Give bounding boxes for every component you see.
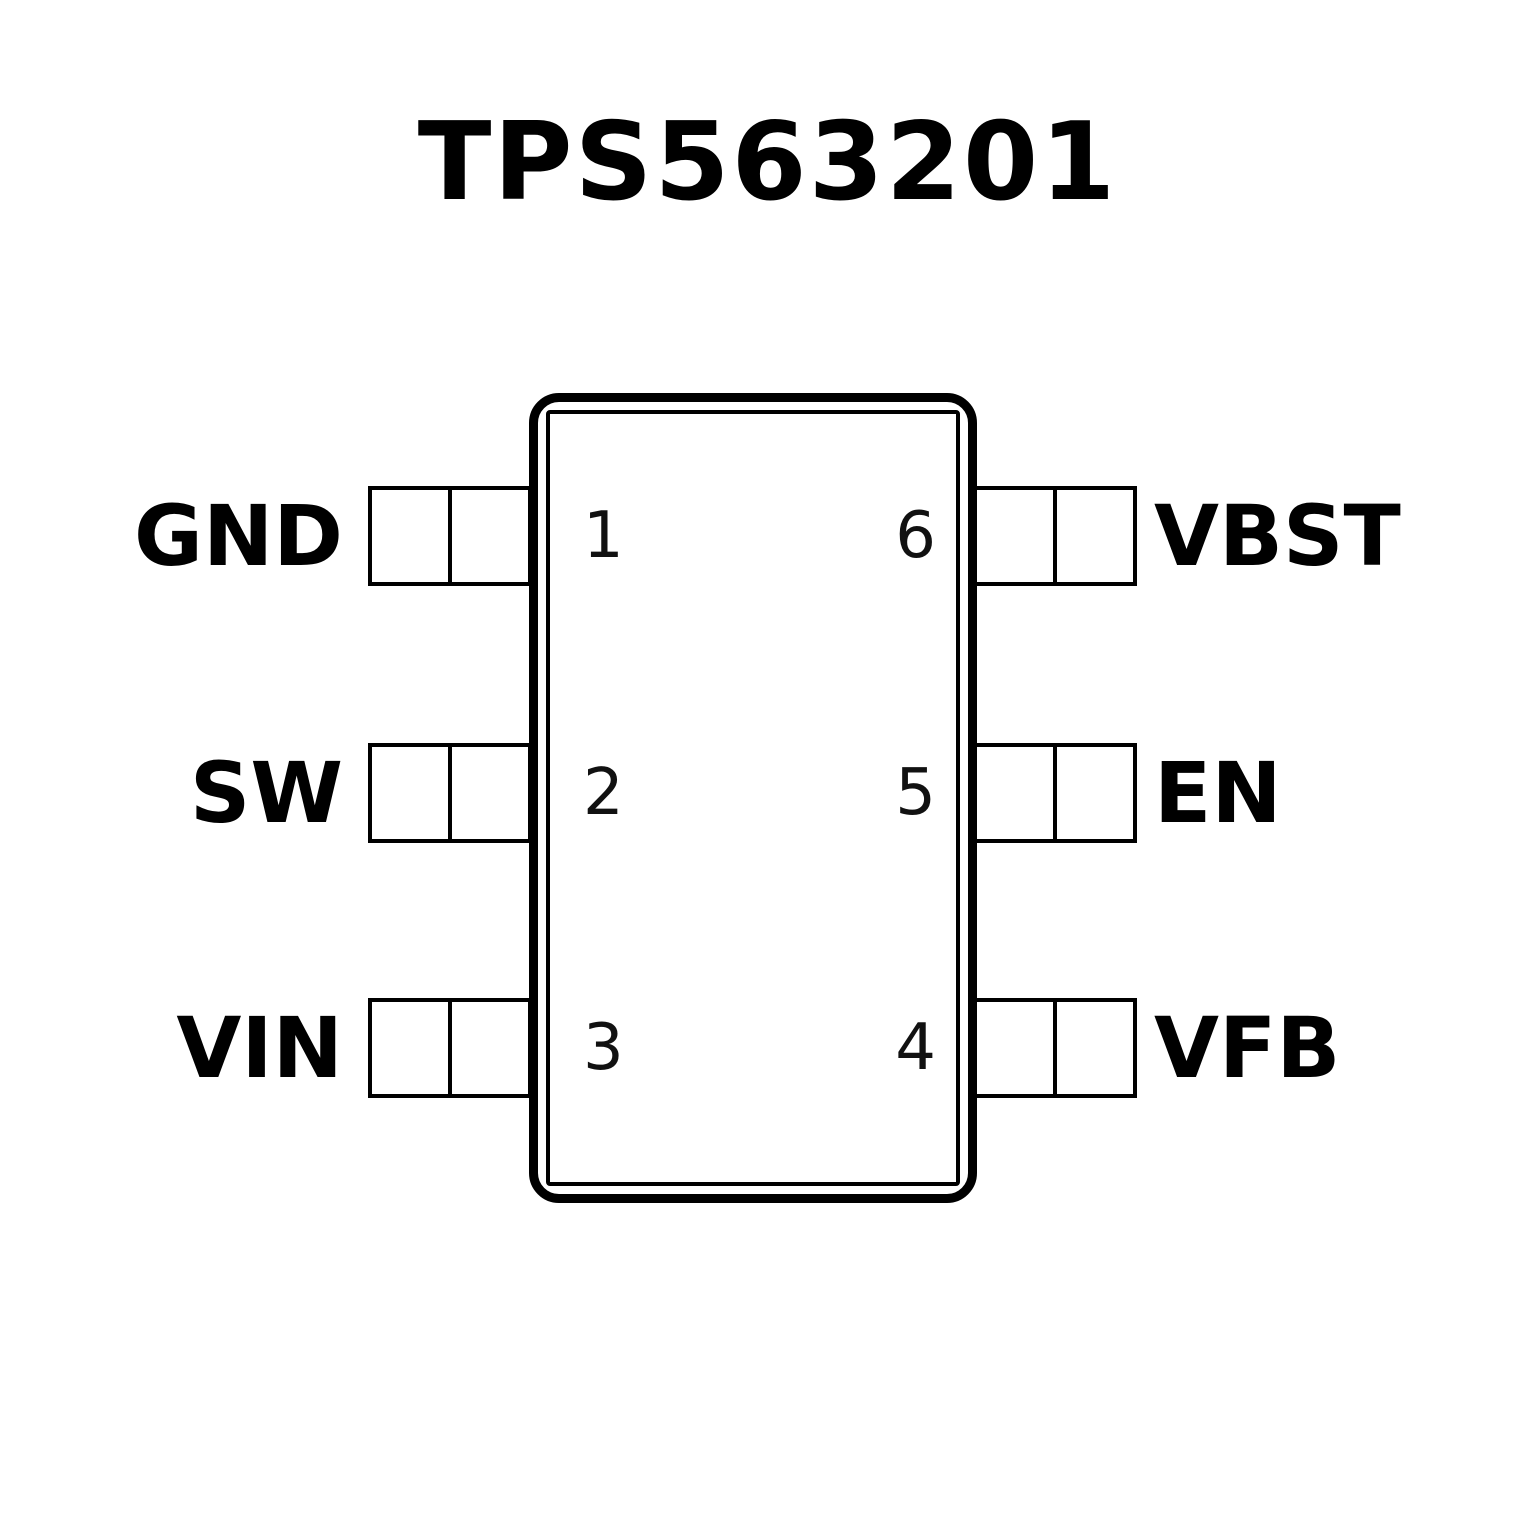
pin-pad-6 xyxy=(973,486,1137,586)
pin-number-2: 2 xyxy=(583,756,624,830)
pin-pad-3 xyxy=(368,998,532,1098)
pin-number-1: 1 xyxy=(583,499,624,573)
pin-pad-2 xyxy=(368,743,532,843)
pin-number-5: 5 xyxy=(895,756,936,830)
pin-pad-5 xyxy=(973,743,1137,843)
pin-label-sw: SW xyxy=(189,744,343,842)
pin-label-en: EN xyxy=(1154,744,1282,842)
pin-label-gnd: GND xyxy=(134,487,343,585)
pin-label-vin: VIN xyxy=(176,999,343,1097)
chip-body-inner xyxy=(546,410,960,1186)
pin-pad-1 xyxy=(368,486,532,586)
pin-label-vbst: VBST xyxy=(1154,487,1401,585)
pin-label-vfb: VFB xyxy=(1154,999,1341,1097)
chip-title: TPS563201 xyxy=(417,100,1118,225)
pin-number-4: 4 xyxy=(895,1011,936,1085)
pin-number-6: 6 xyxy=(895,499,936,573)
pin-number-3: 3 xyxy=(583,1011,624,1085)
chip-body xyxy=(529,393,977,1203)
pin-pad-4 xyxy=(973,998,1137,1098)
